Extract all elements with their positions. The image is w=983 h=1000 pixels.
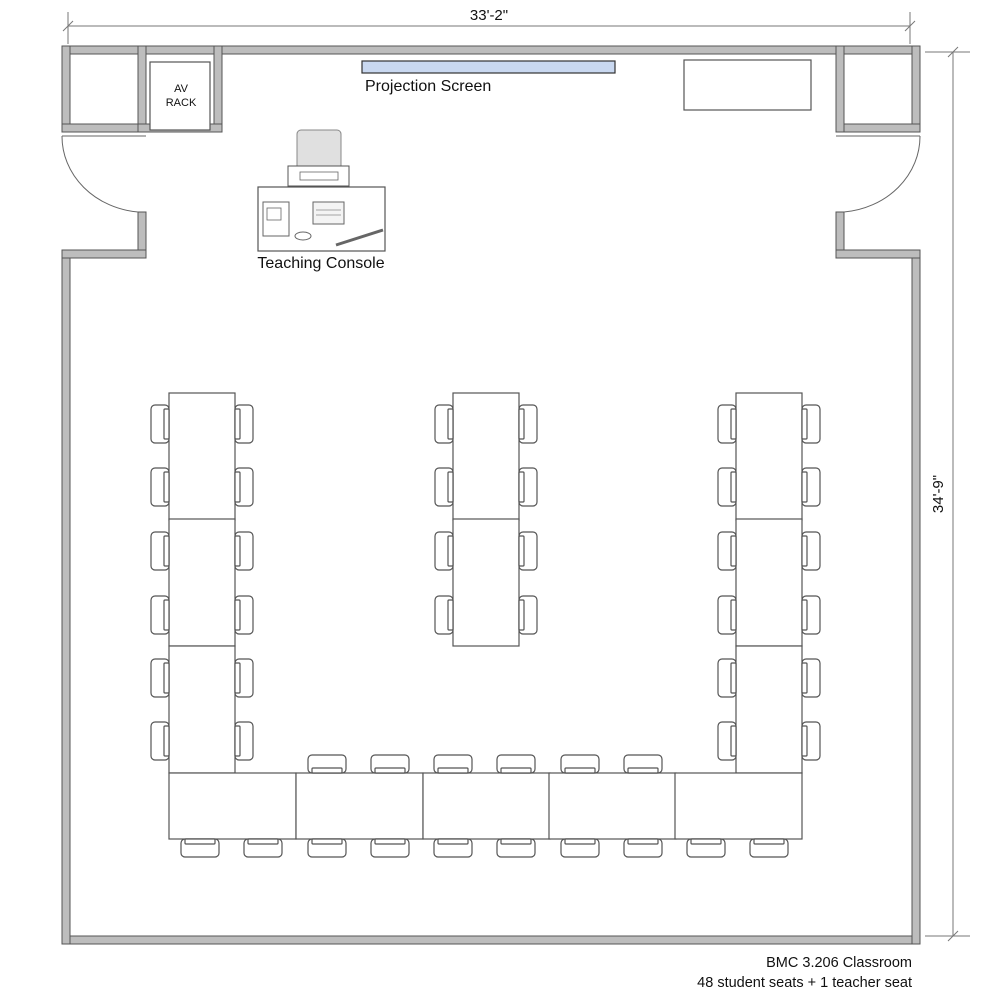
chair-back bbox=[801, 535, 808, 567]
chair-back bbox=[311, 767, 343, 774]
chair-back bbox=[690, 838, 722, 845]
chair-back bbox=[801, 725, 808, 757]
chair-back bbox=[447, 599, 454, 631]
chair-back bbox=[374, 838, 406, 845]
seating-layout bbox=[150, 392, 821, 858]
table bbox=[452, 518, 520, 647]
projection-screen: Projection Screen bbox=[361, 60, 616, 95]
chair-back bbox=[518, 535, 525, 567]
room-caption: BMC 3.206 Classroom bbox=[766, 955, 912, 971]
table bbox=[735, 645, 803, 774]
chair-back bbox=[184, 838, 216, 845]
table bbox=[452, 392, 520, 521]
chair-back bbox=[163, 471, 170, 503]
table bbox=[168, 518, 236, 647]
chair-back bbox=[730, 725, 737, 757]
chair-back bbox=[730, 535, 737, 567]
table bbox=[168, 392, 236, 521]
table bbox=[735, 392, 803, 521]
left-door bbox=[61, 135, 146, 213]
chair-back bbox=[564, 838, 596, 845]
teaching-console-label: Teaching Console bbox=[257, 255, 384, 272]
chair-back bbox=[374, 767, 406, 774]
width-dimension: 33'-2" bbox=[62, 7, 916, 44]
chair-back bbox=[234, 535, 241, 567]
height-dimension: 34'-9" bbox=[925, 46, 970, 942]
chair-back bbox=[163, 662, 170, 694]
width-label: 33'-2" bbox=[470, 7, 508, 24]
chair-back bbox=[234, 725, 241, 757]
chair-back bbox=[500, 838, 532, 845]
av-rack-label-line1: AV bbox=[174, 83, 189, 95]
right-door bbox=[836, 135, 921, 213]
chair-back bbox=[447, 535, 454, 567]
capacity-caption: 48 student seats + 1 teacher seat bbox=[697, 975, 912, 991]
chair-back bbox=[518, 408, 525, 440]
chair-back bbox=[801, 408, 808, 440]
chair-back bbox=[730, 471, 737, 503]
chair-back bbox=[730, 408, 737, 440]
table bbox=[674, 772, 803, 840]
chair-back bbox=[437, 767, 469, 774]
chair-back bbox=[163, 599, 170, 631]
chair-back bbox=[564, 767, 596, 774]
chair-back bbox=[234, 599, 241, 631]
table bbox=[295, 772, 424, 840]
chair-back bbox=[163, 535, 170, 567]
table bbox=[735, 518, 803, 647]
chair-back bbox=[234, 408, 241, 440]
wall-cabinet bbox=[683, 59, 812, 111]
chair-back bbox=[437, 838, 469, 845]
chair-back bbox=[518, 599, 525, 631]
chair-back bbox=[500, 767, 532, 774]
chair-back bbox=[627, 767, 659, 774]
height-label: 34'-9" bbox=[930, 475, 947, 513]
chair-back bbox=[801, 662, 808, 694]
chair-back bbox=[801, 471, 808, 503]
av-rack-label-line2: RACK bbox=[166, 97, 197, 109]
chair-back bbox=[801, 599, 808, 631]
chair-back bbox=[234, 662, 241, 694]
chair-back bbox=[163, 725, 170, 757]
walls bbox=[61, 45, 921, 945]
chair-back bbox=[730, 599, 737, 631]
chair-back bbox=[163, 408, 170, 440]
chair-back bbox=[234, 471, 241, 503]
chair-back bbox=[447, 471, 454, 503]
table bbox=[168, 772, 297, 840]
teaching-console: Teaching Console bbox=[257, 129, 386, 272]
table bbox=[548, 772, 677, 840]
chair-back bbox=[730, 662, 737, 694]
projection-screen-label: Projection Screen bbox=[365, 78, 491, 95]
table bbox=[422, 772, 551, 840]
chair-back bbox=[247, 838, 279, 845]
chair-back bbox=[518, 471, 525, 503]
av-rack: AV RACK bbox=[149, 61, 211, 131]
table bbox=[168, 645, 236, 774]
chair-back bbox=[447, 408, 454, 440]
chair-back bbox=[627, 838, 659, 845]
chair-back bbox=[311, 838, 343, 845]
chair-back bbox=[753, 838, 785, 845]
